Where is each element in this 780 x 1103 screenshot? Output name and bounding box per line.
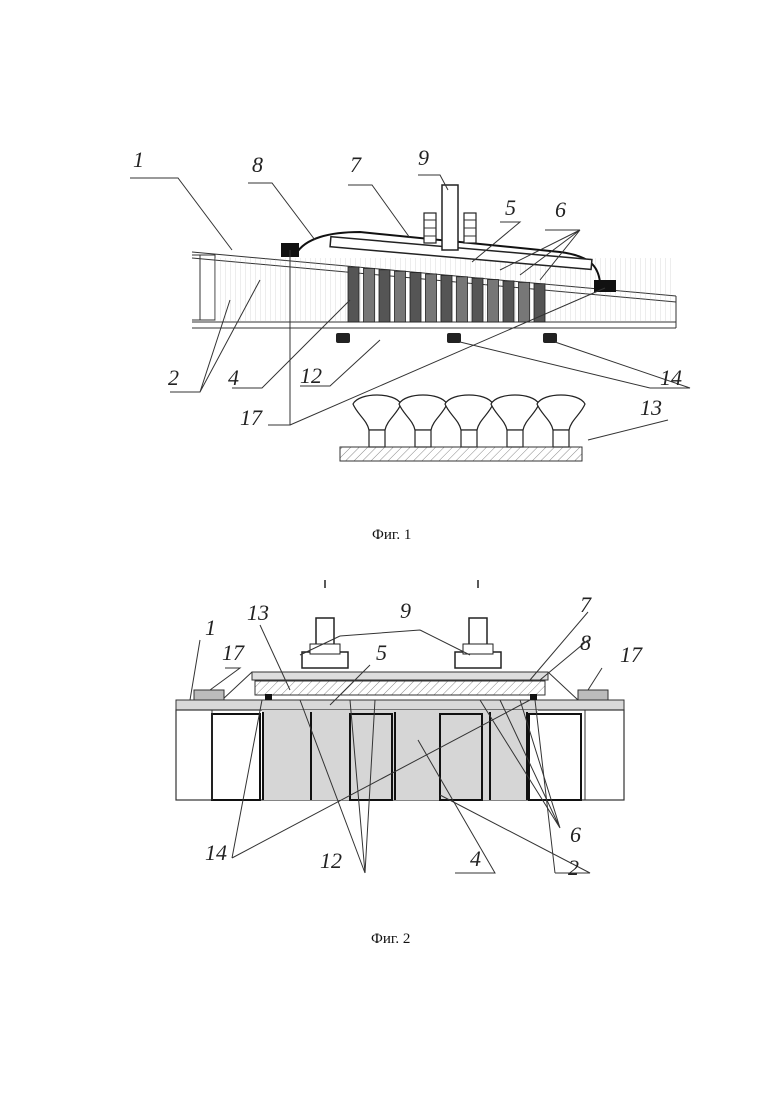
fig1-fin (410, 273, 421, 322)
fig1-fin (441, 275, 452, 322)
fig1-fin (503, 281, 514, 322)
fig2-seal-left (194, 690, 224, 700)
fig1-fin (364, 268, 375, 322)
fig1-fin (379, 270, 390, 322)
fig2-label-17-left: 17 (222, 640, 245, 665)
fig1-lamp (445, 395, 493, 447)
fig2-caption: Фиг. 2 (371, 931, 410, 947)
fig1-label-7: 7 (350, 152, 362, 177)
fig2-label-13: 13 (247, 600, 269, 625)
fig1-fin (395, 271, 406, 322)
fig1-lamp (537, 395, 585, 447)
fig2-label-5: 5 (376, 640, 387, 665)
fig2-label-2: 2 (568, 855, 579, 880)
fig1-fitting (424, 185, 476, 250)
fig1-pad-2 (447, 333, 461, 343)
fig2-label-17-right: 17 (620, 642, 643, 667)
fig1-pad-1 (336, 333, 350, 343)
fig2-pad-left (265, 694, 272, 700)
fig1-fin (457, 277, 468, 322)
fig2-label-4: 4 (470, 846, 481, 871)
fig1-fin (519, 282, 530, 322)
fig1-lamp (353, 395, 401, 447)
fig2-fitting-left (302, 580, 348, 668)
fig1-seal-right (594, 280, 616, 292)
fig2-label-12: 12 (320, 848, 342, 873)
fig1-lamp-array (353, 395, 585, 447)
fig1-base-plate (340, 447, 582, 461)
fig1-fin (472, 278, 483, 322)
fig2-label-1: 1 (205, 615, 216, 640)
fig2-top-skin (176, 700, 624, 710)
fig1-label-8: 8 (252, 152, 263, 177)
fig2-label-6: 6 (570, 822, 581, 847)
fig1-label-4: 4 (228, 365, 239, 390)
fig1-fin (488, 280, 499, 322)
fig1-fin (426, 274, 437, 322)
fig1-label-2: 2 (168, 365, 179, 390)
fig1-fin (348, 267, 359, 322)
fig2-cover (222, 672, 578, 700)
fig1-lamp (491, 395, 539, 447)
fig1-label-12: 12 (300, 363, 322, 388)
fig2-fitting-right (455, 580, 501, 668)
fig2-pad-right (530, 694, 537, 700)
fig1-label-5: 5 (505, 195, 516, 220)
fig2-label-8: 8 (580, 630, 591, 655)
fig1-label-13: 13 (640, 395, 662, 420)
fig2-label-14: 14 (205, 840, 227, 865)
fig1-label-14: 14 (660, 365, 682, 390)
figure-2: 1 13 17 9 7 8 17 5 14 12 4 6 2 Фиг. 2 (176, 580, 643, 947)
fig2-body (176, 710, 624, 800)
fig2-seal-right (578, 690, 608, 700)
fig2-label-7: 7 (580, 592, 592, 617)
fig1-label-6: 6 (555, 197, 566, 222)
figure-1: 1 8 7 9 5 6 2 4 12 14 17 13 Фиг. 1 (130, 145, 690, 543)
fig1-label-17: 17 (240, 405, 263, 430)
fig2-label-9: 9 (400, 598, 411, 623)
fig1-label-9: 9 (418, 145, 429, 170)
fig1-lamp (399, 395, 447, 447)
fig1-caption: Фиг. 1 (372, 527, 411, 543)
fig1-pad-3 (543, 333, 557, 343)
fig1-label-1: 1 (133, 147, 144, 172)
